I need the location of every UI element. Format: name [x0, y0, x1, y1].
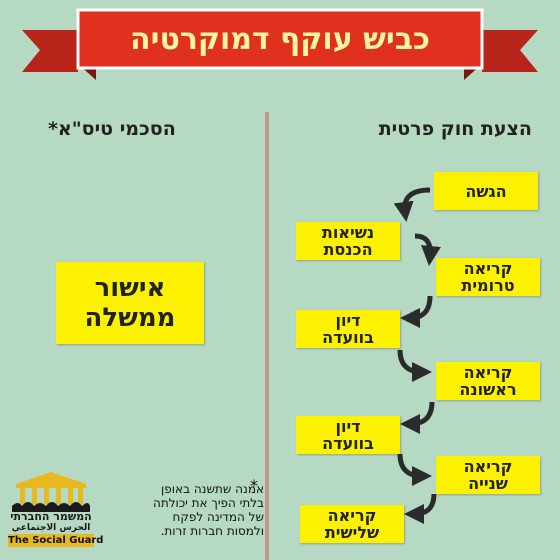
title-banner [22, 8, 538, 80]
step-third-reading: קריאה שלישית [300, 505, 404, 543]
footnote-marker: * [250, 476, 258, 495]
arrow-7 [404, 493, 437, 524]
social-guard-logo: המשמר החברתי الحرس الاجتماعي The Social … [8, 470, 104, 550]
step-committee-2: דיון בוועדה [296, 416, 400, 454]
arrow-1 [393, 187, 431, 222]
step-label: קריאה [463, 457, 513, 476]
column-divider [265, 112, 269, 560]
step-label: דיון [335, 417, 361, 436]
logo-arabic: الحرس الاجتماعي [11, 523, 91, 533]
arrow-3 [400, 295, 433, 328]
approval-label: אישור [94, 273, 166, 303]
footnote-text: אמנה שתשנה באופן בלתי הפיך את יכולתה של … [104, 482, 264, 538]
government-approval-box: אישור ממשלה [56, 262, 204, 344]
step-label: קריאה [463, 363, 513, 382]
step-knesset-presidium: נשיאות הכנסת [296, 222, 400, 260]
step-label: ראשונה [459, 380, 517, 399]
step-label: בוועדה [322, 434, 374, 453]
step-label: דיון [335, 311, 361, 330]
step-label: קריאה [327, 506, 377, 525]
arrow-2 [414, 233, 441, 266]
step-label: שלישית [324, 523, 380, 542]
step-label: קריאה [463, 259, 513, 278]
step-committee-1: דיון בוועדה [296, 310, 400, 348]
logo-english: The Social Guard [8, 534, 104, 547]
step-label: טרומית [461, 276, 515, 295]
step-second-reading: קריאה שנייה [436, 456, 540, 494]
step-label: נשיאות [321, 223, 375, 242]
parliament-icon [12, 472, 90, 512]
arrow-5 [400, 401, 435, 434]
approval-label: ממשלה [84, 303, 176, 333]
private-bill-heading: הצעת חוק פרטית [378, 118, 532, 140]
logo-hebrew: המשמר החברתי [10, 510, 92, 523]
step-label: שנייה [468, 474, 508, 493]
footnote-line: ולמסות חברות זרות. [160, 524, 264, 538]
step-label: הגשה [465, 181, 507, 201]
step-first-reading: קריאה ראשונה [436, 362, 540, 400]
arrow-6 [397, 453, 432, 486]
step-submission: הגשה [434, 172, 538, 210]
step-label: בוועדה [322, 328, 374, 347]
page-title: כביש עוקף דמוקרטיה [130, 21, 430, 57]
footnote-line: אמנה שתשנה באופן [161, 482, 264, 496]
step-label: הכנסת [323, 240, 373, 259]
arrow-4 [397, 349, 432, 382]
tisa-agreements-heading: הסכמי טיס"א* [48, 118, 176, 140]
footnote-line: בלתי הפיך את יכולתה [153, 496, 264, 510]
footnote-line: של המדינה לפקח [172, 510, 265, 524]
step-preliminary-reading: קריאה טרומית [436, 258, 540, 296]
